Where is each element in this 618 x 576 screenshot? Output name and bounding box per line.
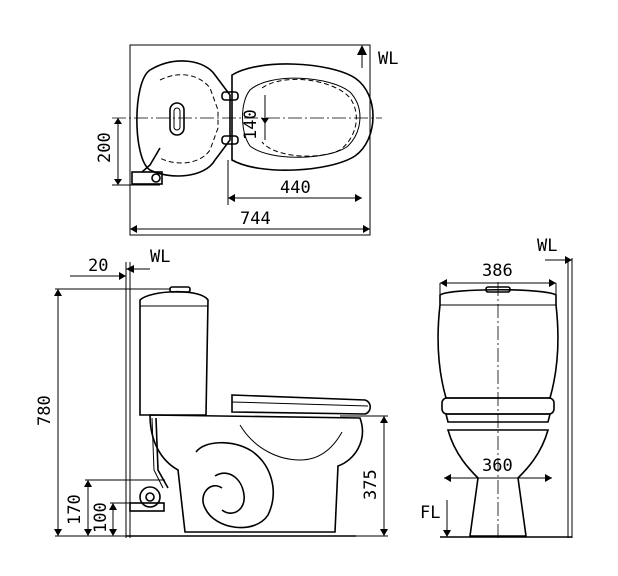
dim-100-arrow-bottom	[109, 529, 117, 536]
front-fl-label: FL	[420, 503, 440, 523]
side-view-tank	[139, 290, 209, 416]
top-view-frame	[129, 44, 371, 236]
dim-375-arrow-top	[380, 416, 388, 423]
front-view-bowl	[446, 429, 550, 537]
side-flush-button	[169, 286, 191, 293]
front-wl-label: WL	[537, 236, 557, 256]
side-seat-split	[231, 401, 369, 407]
front-view-seat-ring	[444, 413, 552, 423]
top-view-bowl-inner	[242, 77, 361, 158]
seat-hinge-right	[221, 135, 239, 145]
side-view-trap	[195, 441, 274, 529]
front-view: WL 386 360 FL	[420, 236, 573, 540]
side-trap-inner	[214, 472, 245, 514]
dim-744-arrow-right	[363, 225, 370, 233]
dim-744-label: 744	[240, 209, 271, 229]
dim-375-arrow-bottom	[380, 529, 388, 536]
top-view-bowl-dashed	[261, 78, 357, 157]
dim-200-arrow-bottom	[114, 179, 122, 185]
side-valve	[139, 486, 161, 508]
front-fl-arrow-icon	[443, 530, 451, 537]
top-wl-arrow-icon	[357, 45, 367, 55]
top-view-valve-knob	[151, 173, 161, 183]
side-wl-label: WL	[150, 247, 170, 267]
dim-386-arrow-left	[440, 279, 447, 287]
top-view-tank	[136, 60, 231, 177]
side-bowl-interior	[239, 424, 343, 461]
side-view-bowl	[149, 414, 364, 533]
dim-386-arrow-right	[549, 279, 556, 287]
side-wl-arrow-icon	[126, 265, 134, 273]
dim-140-label: 140	[241, 109, 261, 140]
front-view-tank	[437, 288, 559, 399]
dim-375-label: 375	[361, 469, 381, 500]
dim-20-label: 20	[88, 256, 108, 276]
flush-button	[169, 102, 185, 136]
dim-170-arrow-top	[84, 480, 92, 487]
dim-200-label: 200	[95, 132, 115, 163]
front-flush-button	[485, 286, 511, 293]
top-view-tank-inner	[159, 74, 219, 164]
dim-360-arrow-right	[545, 474, 552, 482]
dim-360-arrow-left	[444, 474, 451, 482]
top-view-seat	[231, 63, 374, 171]
dim-140-arrow	[261, 118, 269, 124]
dim-440-arrow-right	[355, 194, 362, 202]
front-wl-arrow-icon	[565, 256, 572, 264]
side-view-seat	[231, 394, 372, 415]
seat-hinge-left	[221, 91, 239, 101]
dim-744-arrow-left	[130, 225, 137, 233]
dim-440-label: 440	[280, 178, 311, 198]
dim-360-label: 360	[482, 456, 513, 476]
flush-button-inner	[173, 107, 181, 131]
side-valve-knob	[145, 492, 155, 502]
side-view: WL 20 780 170 100 375	[35, 247, 388, 538]
top-view-valve	[131, 171, 163, 185]
side-valve-body	[129, 502, 165, 512]
top-view: WL 200 140 440 744	[95, 44, 398, 236]
side-supply-pipe	[155, 417, 169, 489]
dim-780-arrow-top	[54, 289, 62, 296]
dim-780-label: 780	[35, 395, 55, 426]
dim-780-arrow-bottom	[54, 529, 62, 536]
dim-200-arrow-top	[114, 118, 122, 124]
dim-170-label: 170	[65, 494, 85, 525]
dim-100-arrow-top	[109, 503, 117, 510]
top-wl-label: WL	[378, 49, 398, 69]
top-view-supply-pipe	[141, 147, 161, 173]
dim-386-label: 386	[482, 261, 513, 281]
dim-440-arrow-left	[228, 194, 235, 202]
side-supply-pipe-2	[151, 417, 164, 489]
dim-100-label: 100	[91, 502, 111, 533]
dim-170-arrow-bottom	[84, 529, 92, 536]
dim-20-arrow	[119, 272, 126, 280]
